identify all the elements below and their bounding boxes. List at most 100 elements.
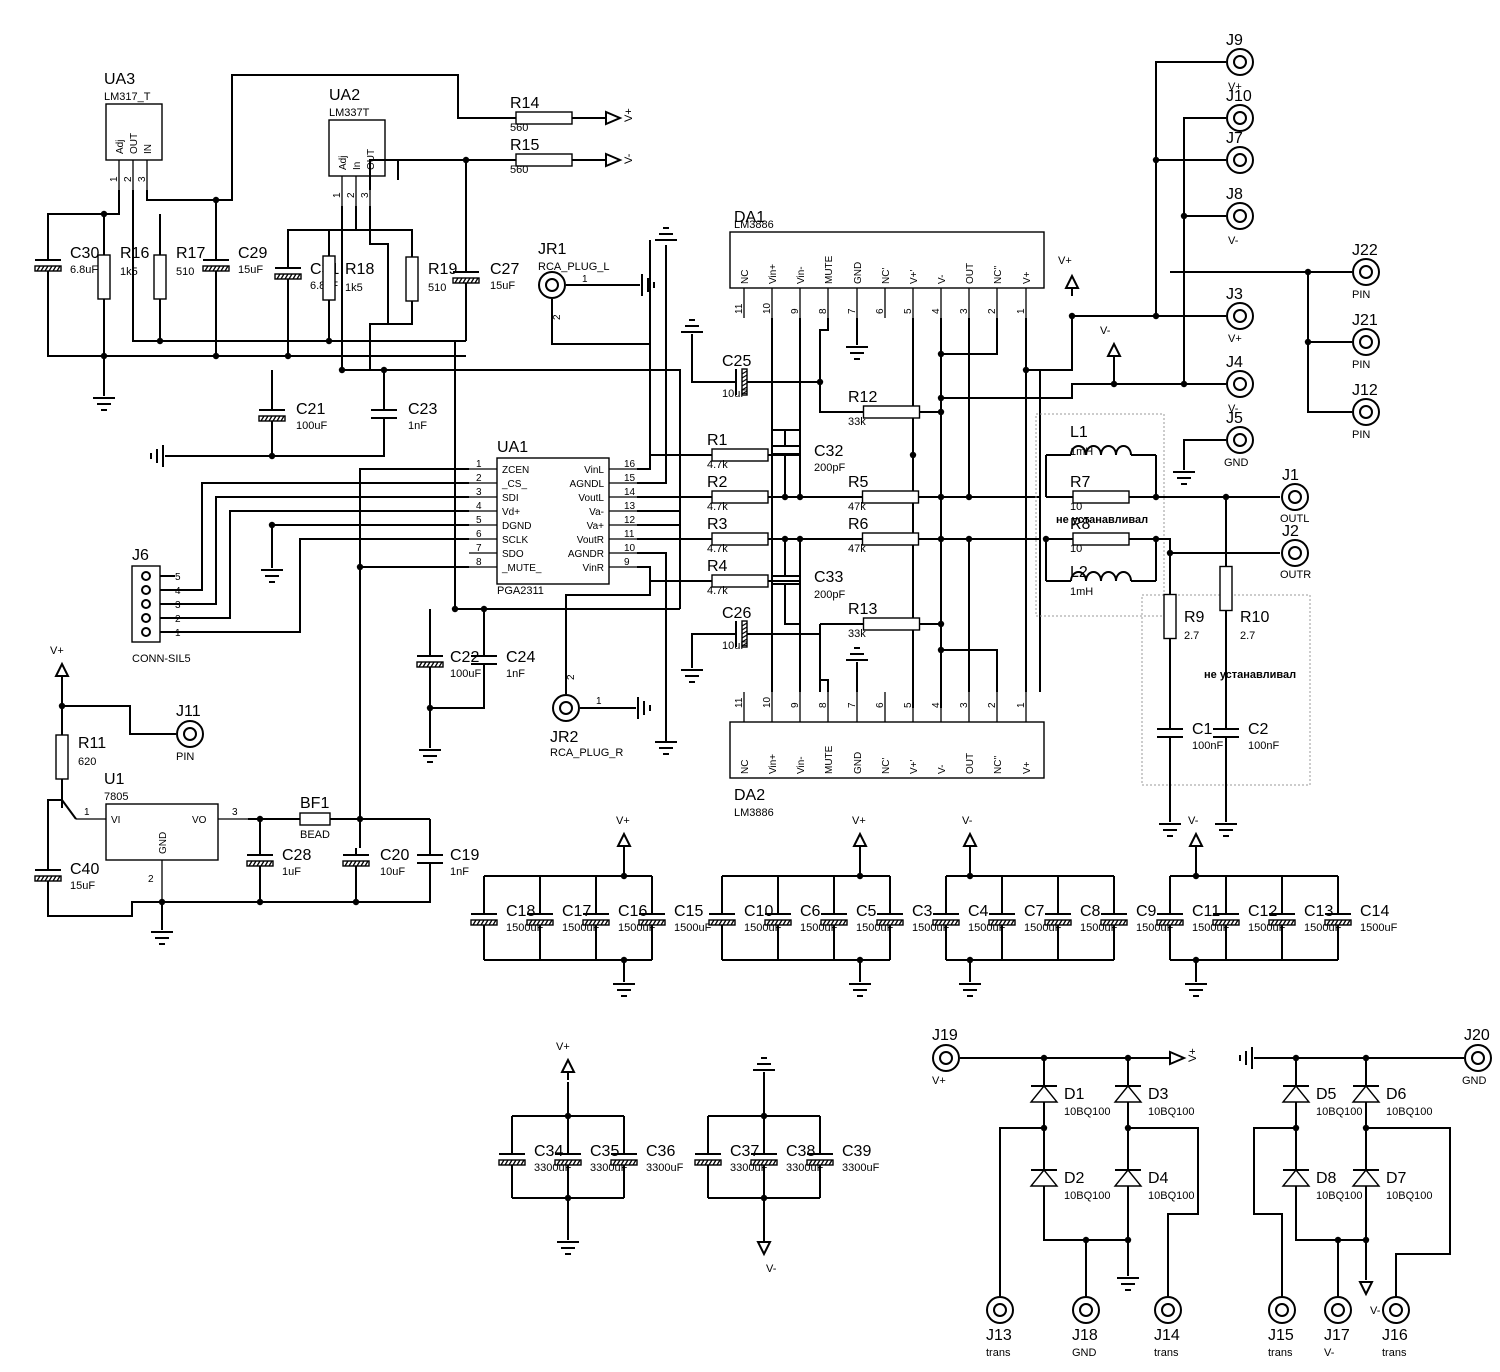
- power-label: V-: [1100, 325, 1111, 337]
- pin-name: In: [352, 162, 363, 170]
- ref-label: J18: [1072, 1327, 1098, 1344]
- value-label: 620: [78, 756, 96, 768]
- ref-label: R8: [1070, 516, 1091, 533]
- pin-number: 3: [360, 192, 371, 198]
- ref-label: C28: [282, 847, 311, 864]
- wire: [637, 566, 700, 582]
- value-label: 1nF: [408, 420, 427, 432]
- pin-number: 3: [232, 807, 238, 818]
- value-label: 100uF: [296, 420, 327, 432]
- power-arrow-icon: V+: [616, 815, 632, 854]
- junction-dot: [965, 535, 973, 543]
- value-label: 10BQ100: [1148, 1106, 1194, 1118]
- wire: [1253, 1127, 1296, 1298]
- wire: [551, 299, 651, 455]
- pin-label: trans: [1154, 1347, 1179, 1359]
- pin-name: VoutL: [578, 493, 604, 504]
- power-arrow-icon: [1358, 1281, 1374, 1297]
- value-label: 1nF: [450, 866, 469, 878]
- ground-icon: [849, 983, 871, 997]
- value-label: 15uF: [238, 264, 263, 276]
- pin-number: 2: [346, 192, 357, 198]
- ref-label: R17: [176, 245, 205, 262]
- connector-j9: J9V+: [1226, 32, 1254, 93]
- ref-label: J1: [1282, 467, 1299, 484]
- ref-label: C6: [800, 903, 821, 920]
- value-label: 1k5: [120, 266, 138, 278]
- power-arrow-icon: V+: [1058, 255, 1080, 296]
- ref-label: J16: [1382, 1327, 1408, 1344]
- junction-dot: [856, 956, 864, 964]
- junction-dot: [909, 451, 917, 459]
- wire: [1155, 61, 1226, 317]
- ref-label: J12: [1352, 382, 1378, 399]
- resistor-r3: R34.7k: [700, 516, 780, 555]
- value-label: 33k: [848, 628, 866, 640]
- junction-dot: [1124, 1054, 1132, 1062]
- value-label: 3300uF: [646, 1162, 684, 1174]
- connector-j4: J4V-: [1226, 354, 1254, 415]
- ref-label: R14: [510, 95, 539, 112]
- pin-number: 2: [987, 702, 998, 708]
- ref-label: J22: [1352, 242, 1378, 259]
- ref-label: J15: [1268, 1327, 1294, 1344]
- wire: [1040, 316, 1073, 371]
- ref-label: C17: [562, 903, 591, 920]
- pin-number: 11: [734, 303, 745, 314]
- ref-label: C27: [490, 261, 519, 278]
- value-label: 1uF: [282, 866, 301, 878]
- ground-icon: [641, 274, 655, 296]
- connector-j8: J8V-: [1226, 186, 1254, 247]
- ref-label: C1: [1192, 721, 1213, 738]
- junction-dot: [284, 352, 292, 360]
- pin-name: V-: [937, 275, 948, 284]
- ref-label: D7: [1386, 1170, 1407, 1187]
- ref-label: J4: [1226, 354, 1243, 371]
- ref-label: C26: [722, 605, 751, 622]
- wire: [47, 280, 466, 357]
- ref-label: J7: [1226, 130, 1243, 147]
- pin-name: Vin-: [796, 756, 807, 774]
- pin-number: 5: [903, 308, 914, 314]
- ref-label: D2: [1064, 1170, 1085, 1187]
- ref-label: R15: [510, 137, 539, 154]
- ref-label: J10: [1226, 88, 1252, 105]
- pin-name: V+': [909, 269, 920, 284]
- pin-name: SDO: [502, 549, 524, 560]
- value-label: 10uF: [380, 866, 405, 878]
- junction-dot: [564, 1112, 572, 1120]
- wire: [152, 496, 469, 605]
- wire: [1366, 1127, 1451, 1298]
- ref-label: D1: [1064, 1086, 1085, 1103]
- pin-number: 1: [1016, 308, 1027, 314]
- pin-name: GND: [853, 262, 864, 284]
- value-label: 1mH: [1070, 586, 1093, 598]
- power-arrow-icon: V-: [1188, 815, 1204, 854]
- ref-label: JR2: [550, 729, 579, 746]
- pin-name: NC': [881, 758, 892, 774]
- value-label: LM3886: [734, 807, 774, 819]
- resistor-r9: R92.7: [1163, 553, 1205, 680]
- pin-number: 14: [624, 487, 636, 498]
- wire: [637, 240, 651, 470]
- junction-dot: [1152, 493, 1160, 501]
- ref-label: R3: [707, 516, 728, 533]
